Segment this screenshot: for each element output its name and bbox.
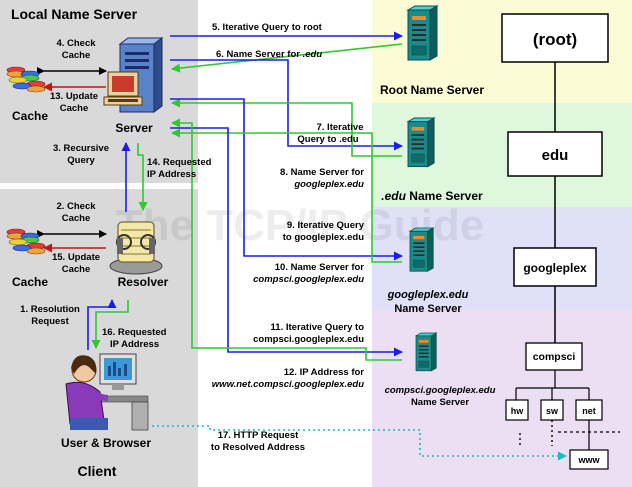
step-3-label: 3. Recursive bbox=[53, 143, 109, 154]
step-1-label: 1. Resolution bbox=[20, 304, 80, 315]
tree-node-googleplex bbox=[513, 247, 597, 287]
domain-tree bbox=[515, 62, 620, 450]
step-8-label-2: googleplex.edu bbox=[293, 179, 364, 190]
dns-server-icon bbox=[407, 117, 435, 168]
step-6-label: 6. Name Server for .edu bbox=[216, 49, 322, 60]
tree-sw-label: sw bbox=[546, 406, 559, 416]
step-14-label: 14. Requested bbox=[147, 157, 212, 168]
step-5-label: 5. Iterative Query to root bbox=[212, 22, 323, 33]
tree-compsci-label: compsci bbox=[533, 351, 576, 363]
resolver-label: Resolver bbox=[118, 275, 169, 289]
step-10-label: 10. Name Server for bbox=[275, 262, 365, 273]
dns-server-icon bbox=[415, 332, 437, 372]
step-15-label-2: Cache bbox=[62, 264, 91, 275]
tree-node-hw bbox=[505, 399, 529, 421]
tree-node-edu bbox=[507, 131, 603, 177]
googleplex-ns-label: googleplex.edu bbox=[387, 289, 469, 301]
tree-edu-label: edu bbox=[542, 147, 569, 164]
step-labels: 4. Check Cache 13. Update Cache 3. Recur… bbox=[20, 22, 365, 453]
step-15-label: 15. Update bbox=[52, 252, 100, 263]
client-title: Client bbox=[78, 463, 117, 479]
step-16-label: 16. Requested bbox=[102, 327, 167, 338]
compsci-ns-label: compsci.googleplex.edu bbox=[385, 385, 496, 396]
step-2-label-2: Cache bbox=[62, 213, 91, 224]
step-4-label-2: Cache bbox=[62, 50, 91, 61]
compsci-ns-sub: Name Server bbox=[411, 397, 469, 408]
step-17-label: 17. HTTP Request bbox=[218, 430, 299, 441]
arrows bbox=[37, 31, 567, 461]
step-13-label-2: Cache bbox=[60, 103, 89, 114]
step-11-label: 11. Iterative Query to bbox=[271, 322, 365, 333]
step-13-label: 13. Update bbox=[50, 91, 98, 102]
tree-node-net bbox=[575, 399, 603, 421]
tree-node-root bbox=[501, 13, 609, 63]
tree-googleplex-label: googleplex bbox=[523, 261, 587, 275]
tree-hw-label: hw bbox=[511, 406, 524, 416]
tree-node-compsci bbox=[525, 342, 583, 371]
tree-root-label: (root) bbox=[533, 30, 577, 49]
step-9-label: 9. Iterative Query bbox=[287, 220, 365, 231]
step-10-label-2: compsci.googleplex.edu bbox=[253, 274, 364, 285]
root-ns-label: Root Name Server bbox=[380, 83, 484, 97]
googleplex-ns-sub: Name Server bbox=[394, 303, 462, 315]
step-7-label-2: Query to .edu bbox=[297, 134, 358, 145]
user-icon bbox=[65, 353, 149, 431]
server-icon bbox=[103, 37, 164, 113]
edu-ns-label: .edu Name Server bbox=[381, 189, 483, 203]
step-11-label-2: compsci.googleplex.edu bbox=[253, 334, 364, 345]
tree-www-label: www bbox=[577, 455, 600, 465]
step-1-label-2: Request bbox=[31, 316, 69, 327]
lns-server-label: Server bbox=[115, 121, 153, 135]
dns-server-icon bbox=[407, 5, 438, 61]
user-label: User & Browser bbox=[61, 436, 151, 450]
step-3-label-2: Query bbox=[67, 155, 95, 166]
tree-node-www bbox=[569, 449, 609, 470]
tree-node-sw bbox=[540, 399, 564, 421]
lns-cache-label: Cache bbox=[12, 109, 48, 123]
step-7-label: 7. Iterative bbox=[317, 122, 364, 133]
step-16-label-2: IP Address bbox=[110, 339, 159, 350]
step-12-label-2: www.net.compsci.googleplex.edu bbox=[212, 379, 364, 390]
resolver-icon bbox=[109, 221, 163, 275]
local-name-server-title: Local Name Server bbox=[11, 6, 138, 22]
dns-server-icon bbox=[409, 227, 434, 272]
step-14-label-2: IP Address bbox=[147, 169, 196, 180]
step-4-label: 4. Check bbox=[56, 38, 96, 49]
step-9-label-2: to googleplex.edu bbox=[283, 232, 364, 243]
resolver-cache-label: Cache bbox=[12, 275, 48, 289]
step-17-label-2: to Resolved Address bbox=[211, 442, 305, 453]
tree-net-label: net bbox=[582, 406, 596, 416]
step-2-label: 2. Check bbox=[56, 201, 96, 212]
step-12-label: 12. IP Address for bbox=[284, 367, 365, 378]
step-8-label: 8. Name Server for bbox=[280, 167, 364, 178]
